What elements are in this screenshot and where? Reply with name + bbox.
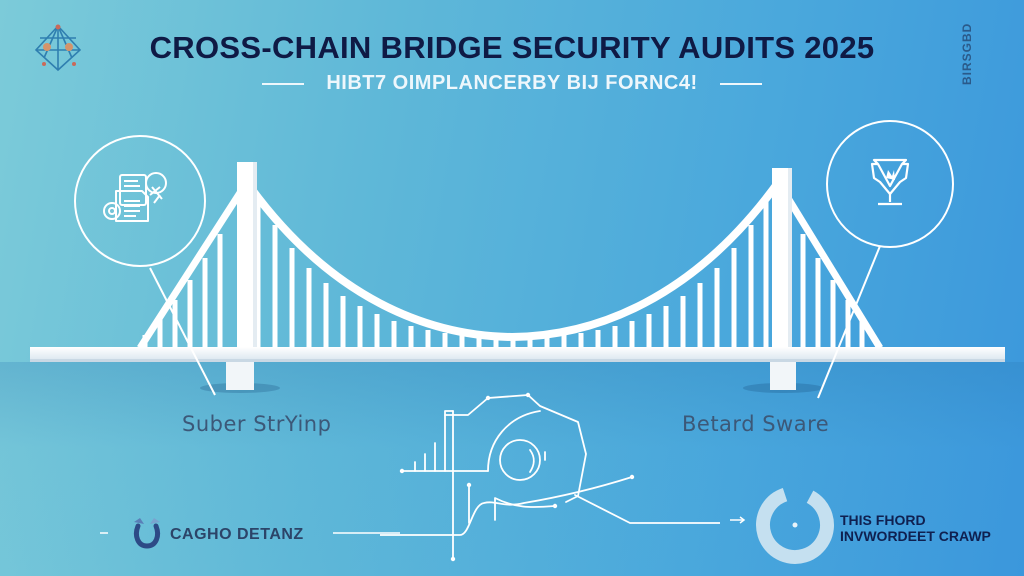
subtitle-row: HIBT7 OIMPLANCERBY BIJ FORNC4! xyxy=(0,72,1024,95)
audit-documents-icon xyxy=(100,169,180,233)
network-diamond-icon xyxy=(30,20,86,76)
suspension-bridge xyxy=(30,162,1005,393)
page-title: CROSS-CHAIN BRIDGE SECURITY AUDITS 2025 xyxy=(149,30,875,65)
group-right: THIS FHORD INVWORDEET CRAWP xyxy=(840,512,991,544)
brand-left-text: CAGHO DETANZ xyxy=(170,526,304,543)
trophy-icon xyxy=(862,154,918,214)
brand-left: CAGHO DETANZ xyxy=(130,516,304,554)
flow-diagram-icon xyxy=(380,392,720,562)
horseshoe-logo-icon xyxy=(130,516,164,554)
subtitle: HIBT7 OIMPLANCERBY BIJ FORNC4! xyxy=(326,72,698,94)
arrow-into-ring xyxy=(730,516,746,524)
group-right-line2: INVWORDEET CRAWP xyxy=(840,528,991,544)
subtitle-rule-left xyxy=(262,82,305,85)
connector-lines xyxy=(100,532,400,534)
callout-label-right: Betard Sware xyxy=(682,412,830,436)
callout-trophy xyxy=(826,120,954,248)
group-right-line1: THIS FHORD xyxy=(840,512,926,528)
callout-audit xyxy=(74,135,206,267)
ring-progress-icon xyxy=(752,482,838,572)
bridge-floor-shadow xyxy=(0,362,1024,576)
callout-label-left: Suber StrYinp xyxy=(182,412,332,436)
subtitle-rule-right xyxy=(719,82,762,85)
